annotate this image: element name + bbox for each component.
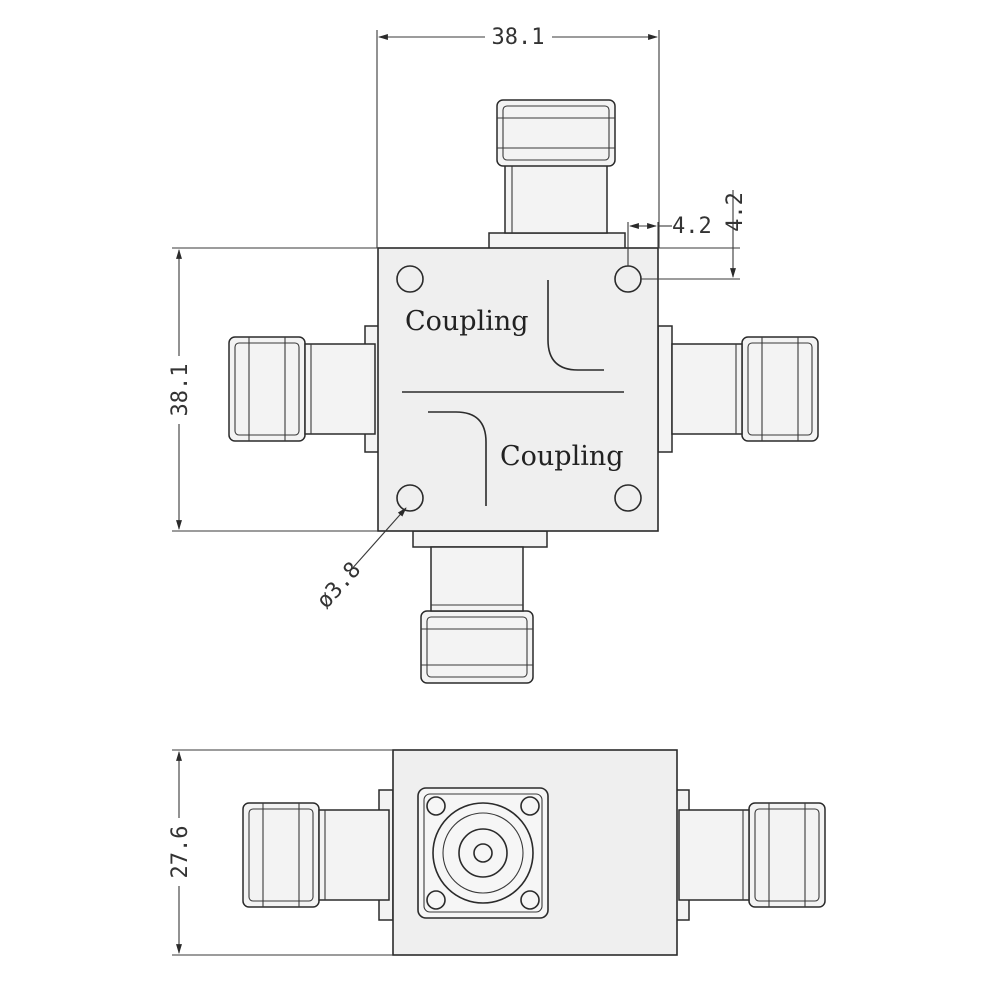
svg-text:ø3.8: ø3.8	[312, 558, 366, 614]
connector-right	[657, 325, 819, 453]
dimension-hole-offset-y: 4.2	[640, 190, 748, 280]
top-view: Coupling Coupling 38.1 38.1 4.2	[168, 25, 819, 684]
dimension-width: 38.1	[376, 25, 660, 248]
mounting-hole-icon	[396, 484, 424, 512]
connector-side-right	[674, 789, 826, 921]
dimension-height: 38.1	[168, 247, 378, 532]
coupling-label-lower: Coupling	[500, 441, 624, 472]
coupling-label-upper: Coupling	[405, 306, 529, 337]
dimension-hole-diameter: ø3.8	[312, 507, 407, 614]
svg-text:4.2: 4.2	[723, 192, 748, 232]
housing-top	[377, 247, 659, 532]
svg-text:27.6: 27.6	[168, 826, 193, 879]
mounting-hole-icon	[396, 265, 424, 293]
svg-text:38.1: 38.1	[168, 364, 193, 417]
flange-connector-icon	[417, 787, 549, 919]
svg-text:4.2: 4.2	[672, 214, 712, 239]
coupling-arc-icon	[547, 280, 604, 371]
side-view: 27.6	[168, 749, 826, 956]
connector-bottom	[412, 530, 548, 684]
connector-top	[488, 99, 626, 250]
connector-side-left	[242, 789, 394, 921]
mounting-hole-icon	[614, 484, 642, 512]
svg-text:38.1: 38.1	[492, 25, 545, 50]
dimension-hole-offset-x: 4.2	[627, 214, 712, 266]
coupling-arc-icon	[428, 411, 487, 506]
dimension-side-height: 27.6	[168, 749, 393, 956]
connector-left	[228, 325, 380, 453]
